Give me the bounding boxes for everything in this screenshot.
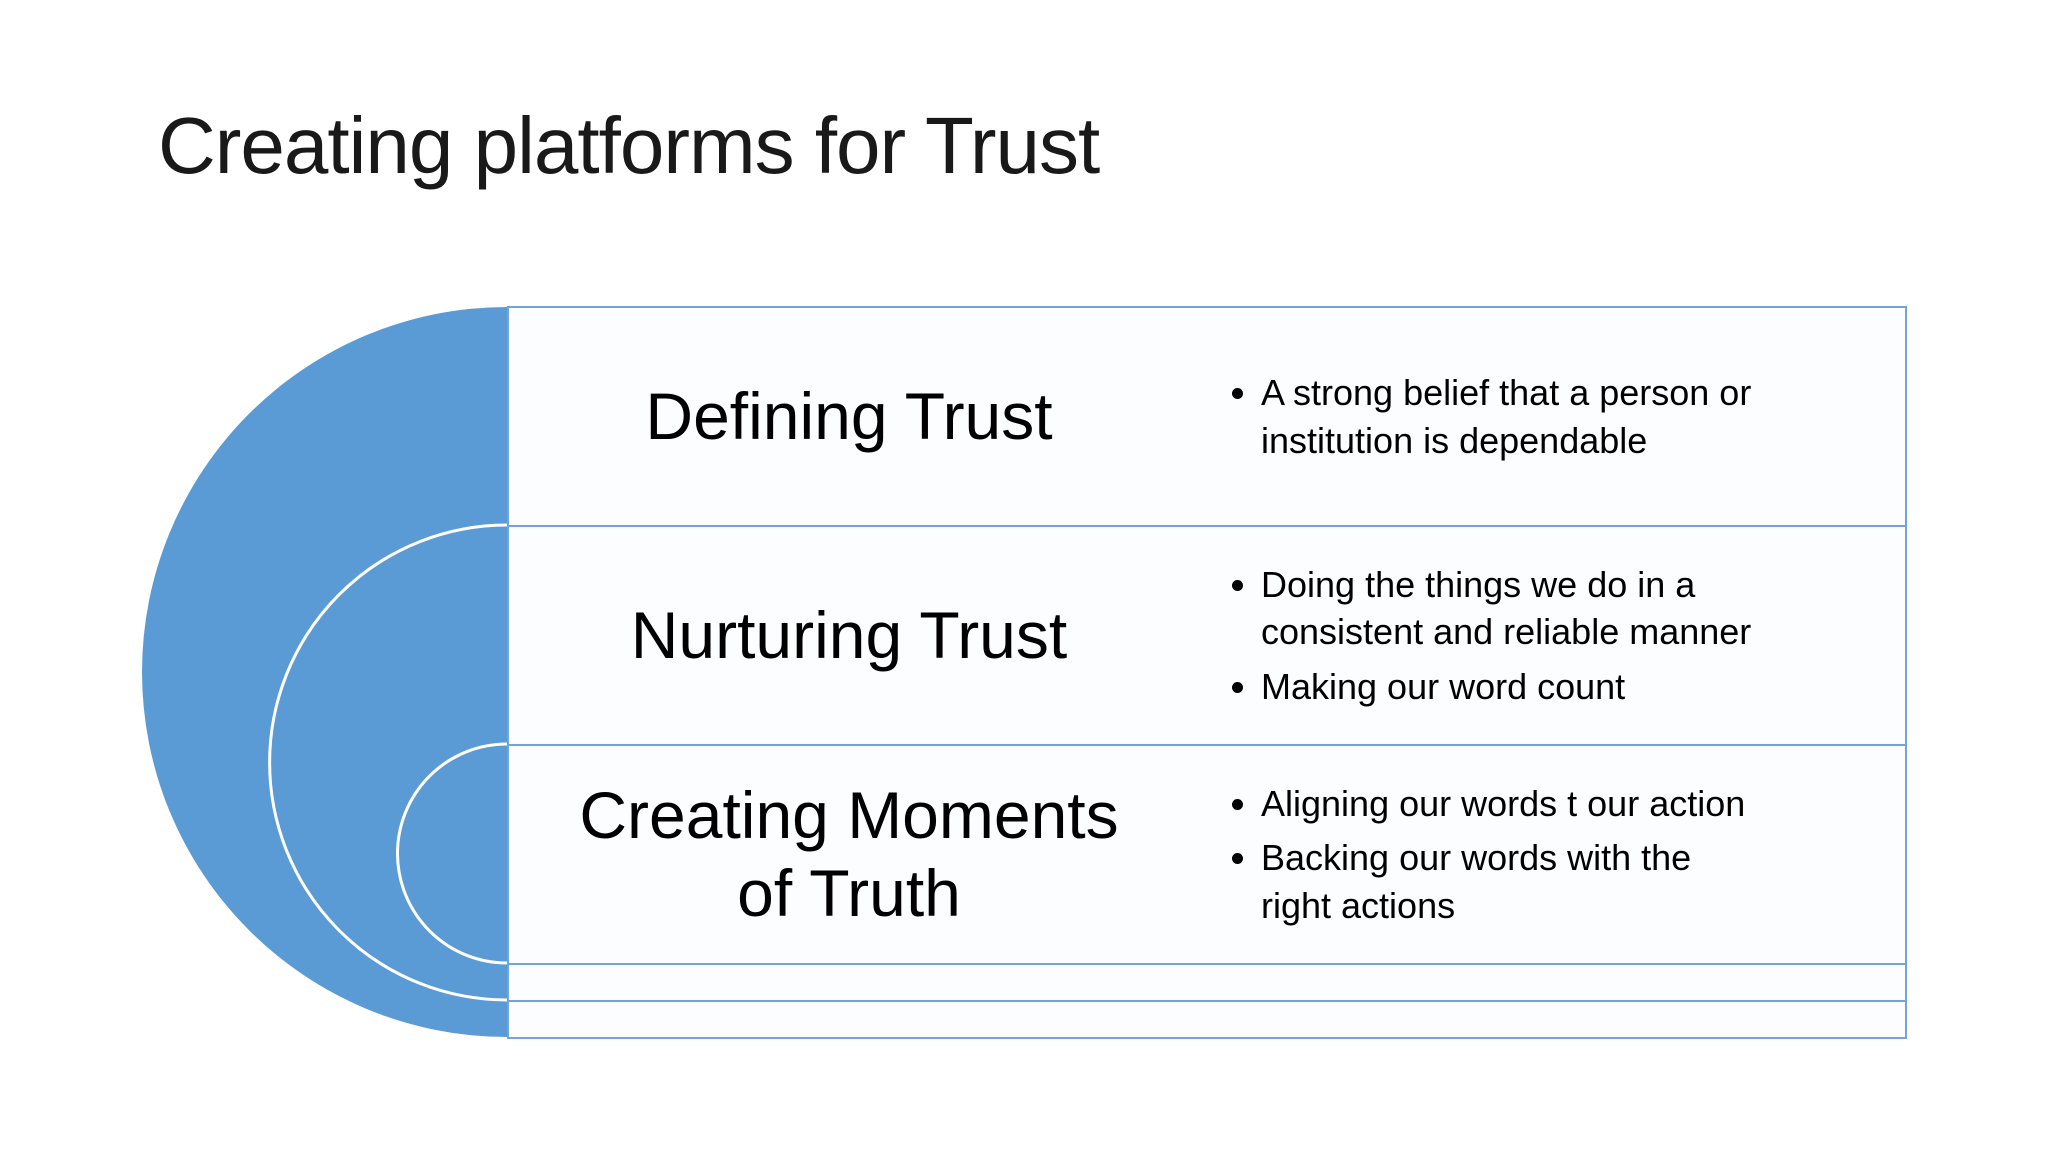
- row-heading-creating-moments-of-truth: Creating Moments of Truth: [579, 777, 1119, 930]
- empty-row-1: [507, 965, 1907, 1002]
- row-bullets-column: Aligning our words t our action Backing …: [1189, 746, 1905, 963]
- row-nurturing-trust: Nurturing Trust Doing the things we do i…: [507, 527, 1907, 746]
- outer-semicircle-shape: [142, 307, 507, 1037]
- empty-row-2: [507, 1002, 1907, 1039]
- row-bullets-column: Doing the things we do in a consistent a…: [1189, 527, 1905, 744]
- row-bullets-column: A strong belief that a person or institu…: [1189, 308, 1905, 525]
- row-defining-trust: Defining Trust A strong belief that a pe…: [507, 308, 1907, 527]
- bullet-item: Aligning our words t our action: [1261, 780, 1881, 828]
- slide-title: Creating platforms for Trust: [158, 101, 1100, 190]
- bullet-list: Aligning our words t our action Backing …: [1189, 773, 1905, 937]
- row-creating-moments-of-truth: Creating Moments of Truth Aligning our w…: [507, 746, 1907, 965]
- bullet-item: A strong belief that a person or institu…: [1261, 369, 1881, 464]
- bullet-item: Doing the things we do in a consistent a…: [1261, 561, 1881, 656]
- middle-semicircle-arc: [268, 523, 508, 1002]
- bullet-list: A strong belief that a person or institu…: [1189, 362, 1905, 471]
- bullet-item: Making our word count: [1261, 663, 1881, 711]
- row-heading-defining-trust: Defining Trust: [645, 378, 1053, 453]
- row-heading-nurturing-trust: Nurturing Trust: [630, 597, 1068, 672]
- list-rows: Defining Trust A strong belief that a pe…: [507, 306, 1907, 1039]
- bullet-list: Doing the things we do in a consistent a…: [1189, 554, 1905, 718]
- bullet-item: Backing our words with the right actions: [1261, 834, 1881, 929]
- inner-semicircle-arc: [396, 742, 508, 965]
